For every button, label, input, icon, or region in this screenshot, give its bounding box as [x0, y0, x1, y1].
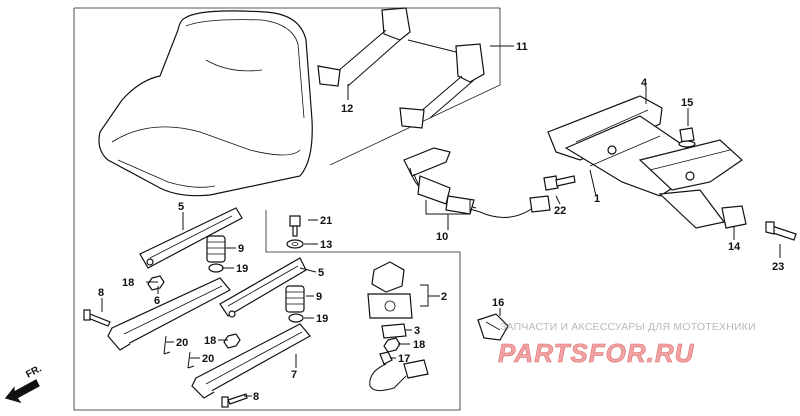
callout-18-left: 18: [122, 277, 134, 289]
callout-8-right: 8: [253, 391, 259, 403]
frame-slide-group: [265, 210, 461, 411]
callout-22: 22: [554, 205, 566, 217]
seat-switch: [367, 261, 413, 319]
seat-switch-harness: [317, 7, 485, 129]
washer-13: [286, 239, 304, 249]
switch-connector: [403, 359, 429, 379]
callout-8-left: 8: [98, 287, 104, 299]
seat-cushion: [98, 10, 313, 197]
callout-12: 12: [341, 103, 353, 115]
callout-13: 13: [320, 239, 332, 251]
callout-3: 3: [414, 325, 420, 337]
nut-left: [147, 275, 165, 291]
nut-switch: [383, 337, 401, 353]
callout-18-middle: 18: [204, 335, 216, 347]
bracket-3: [381, 323, 407, 339]
callout-23: 23: [772, 261, 784, 273]
callout-21: 21: [320, 215, 332, 227]
bolt-22: [543, 175, 576, 191]
callout-labels: 11 12 5 2 3 4 15 1 10 22 14 23 21 13 9 1…: [98, 41, 784, 403]
clip-14: [721, 205, 747, 229]
callout-11: 11: [516, 41, 528, 53]
callout-7: 7: [291, 369, 297, 381]
part-16: [477, 313, 509, 341]
front-marker-label: FR.: [24, 363, 44, 380]
guide-rail-left: [107, 277, 231, 351]
callout-19-lower: 19: [316, 313, 328, 325]
callout-4: 4: [641, 77, 648, 89]
seat-belt: [403, 147, 551, 218]
callout-9-upper: 9: [238, 243, 244, 255]
spring-lower: [285, 285, 305, 313]
callout-15: 15: [681, 97, 693, 109]
guide-rail-right: [191, 323, 311, 399]
callout-18-switch: 18: [413, 339, 425, 351]
callout-19-upper: 19: [236, 263, 248, 275]
callout-20-lower: 20: [202, 353, 214, 365]
frame-harness-group: [329, 7, 501, 166]
callout-5-lower: 5: [318, 267, 324, 279]
switch-wire: [369, 363, 407, 392]
callout-6: 6: [154, 295, 160, 307]
bolt-21: [289, 215, 301, 237]
callout-14: 14: [728, 241, 741, 253]
watermark-brand: PARTSFOR.RU: [498, 338, 695, 368]
callout-16: 16: [492, 297, 504, 309]
callout-9-lower: 9: [316, 291, 322, 303]
seat-frame: [547, 95, 743, 229]
spring-upper: [206, 235, 226, 263]
callout-1: 1: [594, 193, 600, 205]
front-arrow-icon: [4, 379, 40, 404]
bolt-23: [765, 221, 797, 241]
callout-10: 10: [436, 231, 448, 243]
bolt-left: [83, 309, 111, 327]
callout-20-upper: 20: [176, 337, 188, 349]
callout-2: 2: [441, 291, 447, 303]
leader-lines: [101, 45, 781, 397]
nut-middle: [223, 333, 241, 349]
pin-upper: [163, 335, 171, 355]
pin-lower: [187, 351, 195, 369]
collar-lower: [288, 313, 304, 323]
watermark-tagline: ЗАПЧАСТИ И АКСЕССУАРЫ ДЛЯ МОТОТЕХНИКИ: [500, 321, 756, 333]
slide-rail-upper: [139, 207, 243, 269]
bolt-15: [678, 127, 696, 148]
callout-5-upper: 5: [178, 201, 184, 213]
callout-17: 17: [398, 353, 410, 365]
collar-upper: [208, 263, 224, 273]
clip-17: [379, 351, 393, 365]
frame-seat-group: [73, 8, 305, 411]
bolt-right: [221, 393, 248, 408]
